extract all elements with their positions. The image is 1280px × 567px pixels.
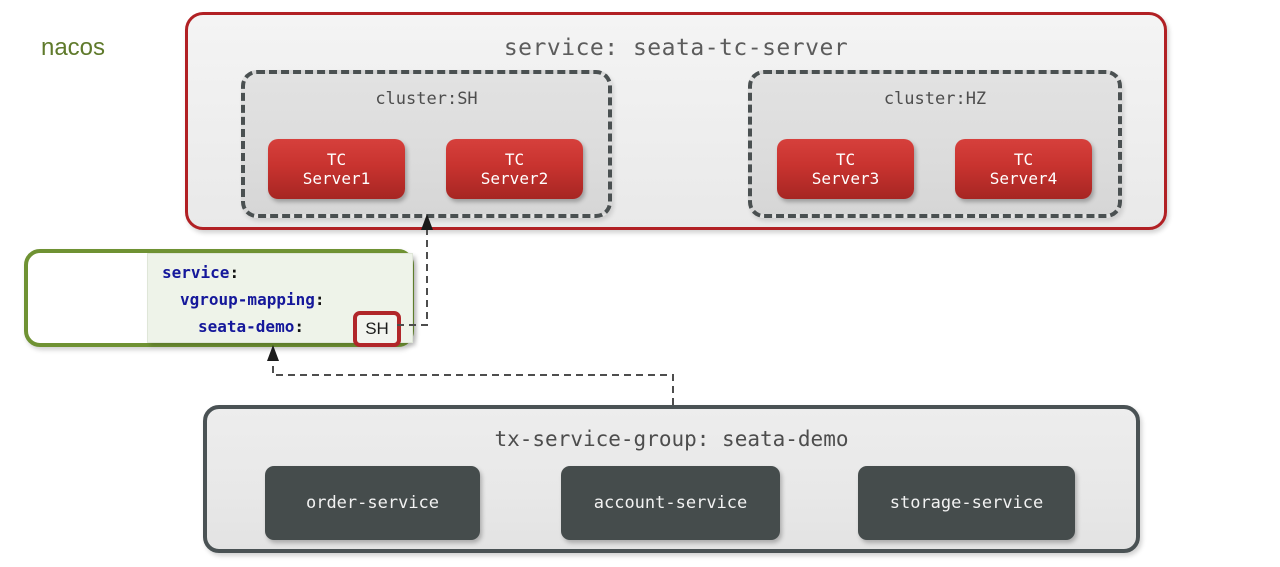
yaml-colon-2: : <box>314 290 325 309</box>
tc-server-node-2-line2: Server2 <box>480 169 549 188</box>
tc-server-node-3: TC Server3 <box>777 139 914 199</box>
yaml-line-seata-demo: seata-demo: <box>148 313 412 340</box>
tc-server-node-1: TC Server1 <box>268 139 405 199</box>
nacos-label: nacos <box>40 34 106 61</box>
tc-server-node-4-line2: Server4 <box>989 169 1058 188</box>
tc-server-node-4: TC Server4 <box>955 139 1092 199</box>
tc-server-node-2: TC Server2 <box>446 139 583 199</box>
tc-server-node-3-line1: TC <box>835 150 856 169</box>
cluster-label-sh: cluster:SH <box>375 89 478 109</box>
service-node-storage: storage-service <box>858 466 1075 540</box>
yaml-colon-1: : <box>229 263 240 282</box>
tc-server-node-4-line1: TC <box>1013 150 1034 169</box>
tc-server-node-1-line2: Server1 <box>302 169 371 188</box>
service-node-account: account-service <box>561 466 780 540</box>
yaml-key-vgroup-mapping: vgroup-mapping <box>180 290 315 309</box>
cluster-label-hz: cluster:HZ <box>883 89 987 109</box>
yaml-colon-3: : <box>294 317 304 336</box>
yaml-key-service: service <box>162 263 230 282</box>
yaml-line-service: service: <box>148 259 412 286</box>
service-node-order: order-service <box>265 466 480 540</box>
yaml-key-seata-demo: seata-demo <box>198 317 295 336</box>
vgroup-mapping-value-badge: SH <box>353 311 401 347</box>
arrowhead-up-nacos <box>267 345 279 361</box>
tc-server-node-3-line2: Server3 <box>811 169 880 188</box>
tc-server-panel-title: service: seata-tc-server <box>503 35 849 61</box>
connector-tx-group-to-nacos <box>267 345 674 405</box>
tc-server-node-2-line1: TC <box>504 150 525 169</box>
tc-server-node-1-line1: TC <box>326 150 347 169</box>
yaml-line-vgroup-mapping: vgroup-mapping: <box>148 286 412 313</box>
tx-service-group-title: tx-service-group: seata-demo <box>494 427 849 451</box>
